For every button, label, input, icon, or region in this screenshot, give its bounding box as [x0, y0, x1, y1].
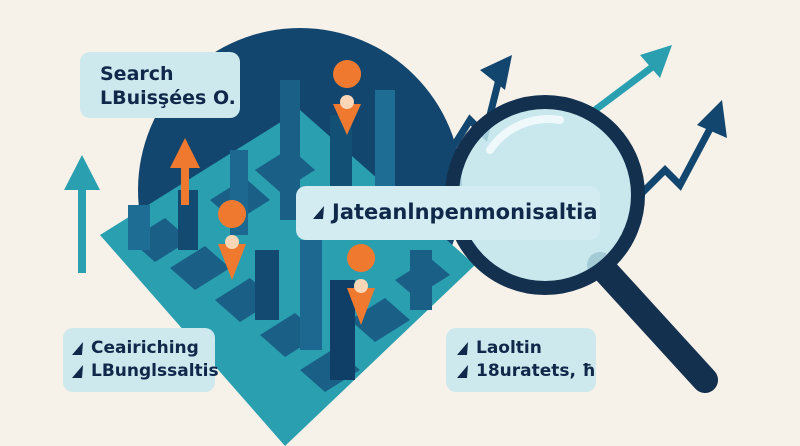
- pointer-icon: [456, 342, 474, 355]
- pointer-icon: [456, 365, 474, 378]
- search-businesses-label: Search LBuisşées O.: [80, 52, 240, 118]
- label-line: Jateanlnpenmonisaltia: [332, 200, 598, 224]
- label-line: LBuisşées O.: [100, 87, 236, 109]
- location-label: Laoltin 18uratets, ħ: [446, 328, 596, 392]
- label-line: 18uratets, ħ: [476, 361, 596, 381]
- pointer-icon: [312, 205, 330, 219]
- up-arrow-icon-left: [64, 155, 100, 273]
- label-line: Ceairiching: [91, 338, 199, 358]
- center-label: Jateanlnpenmonisaltia: [296, 186, 600, 240]
- label-line: Search: [100, 63, 174, 85]
- up-arrow-icon-orange: [170, 138, 200, 205]
- label-line: LBunglssaltis: [91, 361, 219, 381]
- pointer-icon: [71, 342, 89, 355]
- location-pins: [218, 60, 376, 325]
- label-line: Laoltin: [476, 338, 542, 358]
- pointer-icon: [71, 365, 89, 378]
- searching-label: Ceairiching LBunglssaltis: [63, 328, 219, 392]
